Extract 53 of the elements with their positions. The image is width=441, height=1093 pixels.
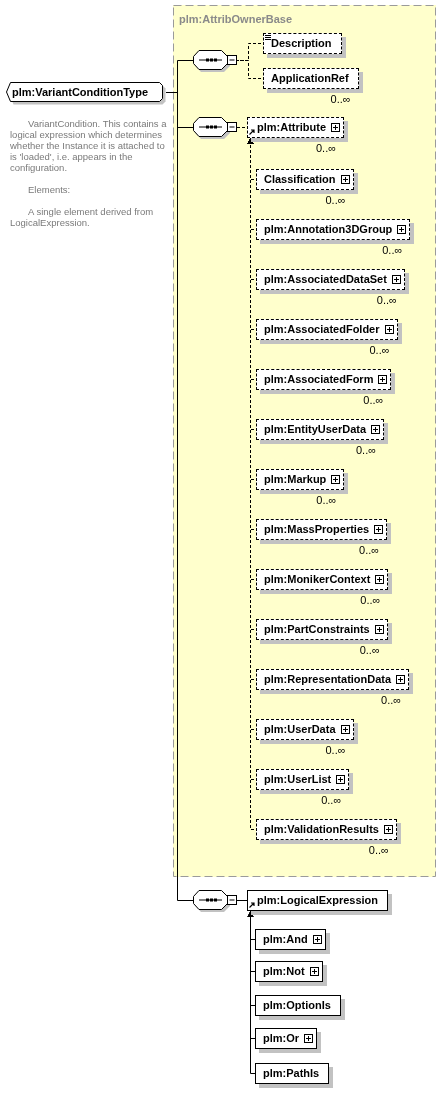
connector-line (236, 60, 264, 79)
element-name: plm:MassProperties (264, 523, 370, 536)
element-name: plm:ValidationResults (264, 823, 379, 836)
arrow (247, 910, 256, 1074)
element-name: Description (271, 37, 332, 50)
element-name: plm:PathIs (263, 1067, 320, 1080)
multiplicity-label: 0..∞ (368, 844, 389, 856)
multiplicity-label: 0..∞ (369, 344, 390, 356)
root-element-box (6, 82, 167, 104)
connector-line (236, 127, 248, 128)
description-text: Elements: (27, 184, 72, 195)
element-name: plm:AssociatedForm (264, 373, 374, 386)
element-name: plm:MonikerContext (264, 573, 371, 586)
multiplicity-label: 0..∞ (382, 244, 403, 256)
multiplicity-label: 0..∞ (359, 644, 380, 656)
multiplicity-label: 0..∞ (325, 744, 346, 756)
multiplicity-label: 0..∞ (330, 93, 351, 105)
description-text: VariantCondition. This contains a logical expression which determines whether the Instance it is attached to is 'loaded', i.e. appears in the configuration. (10, 118, 168, 173)
element-name: plm:EntityUserData (264, 423, 367, 436)
element-name: plm:OptionIs (263, 999, 331, 1012)
element-name: plm:RepresentationData (264, 673, 392, 686)
element-name: plm:AssociatedDataSet (264, 273, 387, 286)
group-box (173, 5, 436, 877)
element-name: plm:AssociatedFolder (264, 323, 380, 336)
group-heading: plm:AttribOwnerBase (179, 13, 293, 25)
element-name: plm:UserList (264, 773, 332, 786)
description-text: A single element derived from LogicalExpression. (10, 206, 155, 228)
multiplicity-label: 0..∞ (356, 444, 377, 456)
element-name: ApplicationRef (271, 72, 349, 85)
element-name: plm:Attribute (257, 121, 327, 134)
sequence-compositor (193, 50, 237, 72)
element-name: plm:And (263, 933, 308, 946)
multiplicity-label: 0..∞ (381, 694, 402, 706)
sequence-compositor (193, 117, 237, 139)
multiplicity-label: 0..∞ (359, 544, 380, 556)
multiplicity-label: 0..∞ (360, 594, 381, 606)
multiplicity-label: 0..∞ (321, 794, 342, 806)
connector-line (236, 900, 248, 901)
element-name: plm:Annotation3DGroup (264, 223, 393, 236)
sequence-compositor (193, 890, 237, 912)
multiplicity-label: 0..∞ (376, 294, 397, 306)
multiplicity-label: 0..∞ (325, 194, 346, 206)
multiplicity-label: 0..∞ (315, 142, 337, 154)
element-name: plm:Markup (264, 473, 327, 486)
element-name: plm:VariantConditionType (12, 85, 149, 99)
element-name: Classification (264, 173, 336, 186)
element-name: plm:PartConstraints (264, 623, 370, 636)
element-name: plm:UserData (264, 723, 336, 736)
element-name: plm:Not (263, 965, 305, 978)
multiplicity-label: 0..∞ (363, 394, 384, 406)
element-name: plm:LogicalExpression (257, 894, 379, 907)
multiplicity-label: 0..∞ (316, 494, 337, 506)
element-name: plm:Or (263, 1032, 300, 1045)
